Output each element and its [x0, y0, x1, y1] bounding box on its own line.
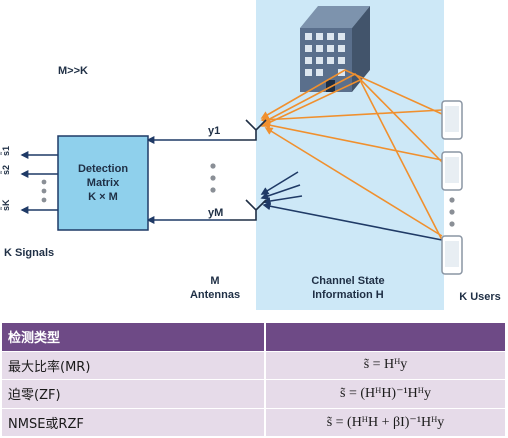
user-phone-icon — [441, 235, 463, 275]
signal-label-1: s̃1 — [0, 146, 11, 156]
signal-label-2: s̃2 — [0, 165, 11, 175]
detection-formula: s̃ = Hᴴy — [265, 351, 505, 380]
k-users-label: K Users — [459, 291, 501, 303]
antennas-label-1: M — [210, 275, 219, 287]
table-header-row: 检测类型 — [2, 323, 505, 352]
building-icon — [300, 6, 370, 92]
table-header-label: 检测类型 — [2, 323, 266, 352]
antenna-1 — [230, 119, 267, 141]
table-row: NMSE或RZF s̃ = (HᴴH + βI)⁻¹Hᴴy — [2, 408, 505, 437]
outputs-ellipsis — [41, 179, 47, 203]
multipath-arrows — [260, 69, 443, 241]
antennas-label-2: Antennas — [190, 289, 240, 301]
signal-arrows-antenna-m — [260, 171, 443, 241]
output-arrows — [20, 151, 58, 214]
detection-formula: s̃ = (HᴴH)⁻¹Hᴴy — [265, 379, 505, 409]
table-row: 迫零(ZF) s̃ = (HᴴH)⁻¹Hᴴy — [2, 379, 505, 409]
signal-label-k: s̃K — [0, 199, 11, 211]
detection-formula: s̃ = (HᴴH + βI)⁻¹Hᴴy — [265, 408, 505, 437]
mimo-diagram: Detection Matrix K × M s̃1 s̃2 s̃K M>>K … — [0, 0, 501, 310]
y1-label: y1 — [208, 125, 220, 137]
detection-label-1: Detection — [78, 163, 128, 175]
table-header-empty — [265, 323, 505, 352]
user-phone-icon — [441, 151, 463, 191]
table-row: 最大比率(MR) s̃ = Hᴴy — [2, 351, 505, 380]
detection-type: 迫零(ZF) — [2, 379, 266, 409]
detection-type: NMSE或RZF — [2, 408, 266, 437]
ym-label: yM — [208, 207, 223, 219]
detection-label-3: K × M — [88, 191, 118, 203]
detection-matrix-box — [57, 135, 149, 231]
users-ellipsis — [449, 197, 455, 227]
antenna-m — [230, 199, 267, 221]
m-gg-k-label: M>>K — [58, 65, 88, 77]
user-phone-icon — [441, 100, 463, 140]
antennas-ellipsis — [210, 163, 216, 193]
detection-type: 最大比率(MR) — [2, 351, 266, 380]
detection-type-table: 检测类型 最大比率(MR) s̃ = Hᴴy 迫零(ZF) s̃ = (HᴴH)… — [2, 323, 505, 437]
k-signals-label: K Signals — [4, 247, 54, 259]
channel-label-2: Information H — [312, 289, 384, 301]
channel-label-1: Channel State — [311, 275, 384, 287]
detection-label-2: Matrix — [87, 177, 120, 189]
